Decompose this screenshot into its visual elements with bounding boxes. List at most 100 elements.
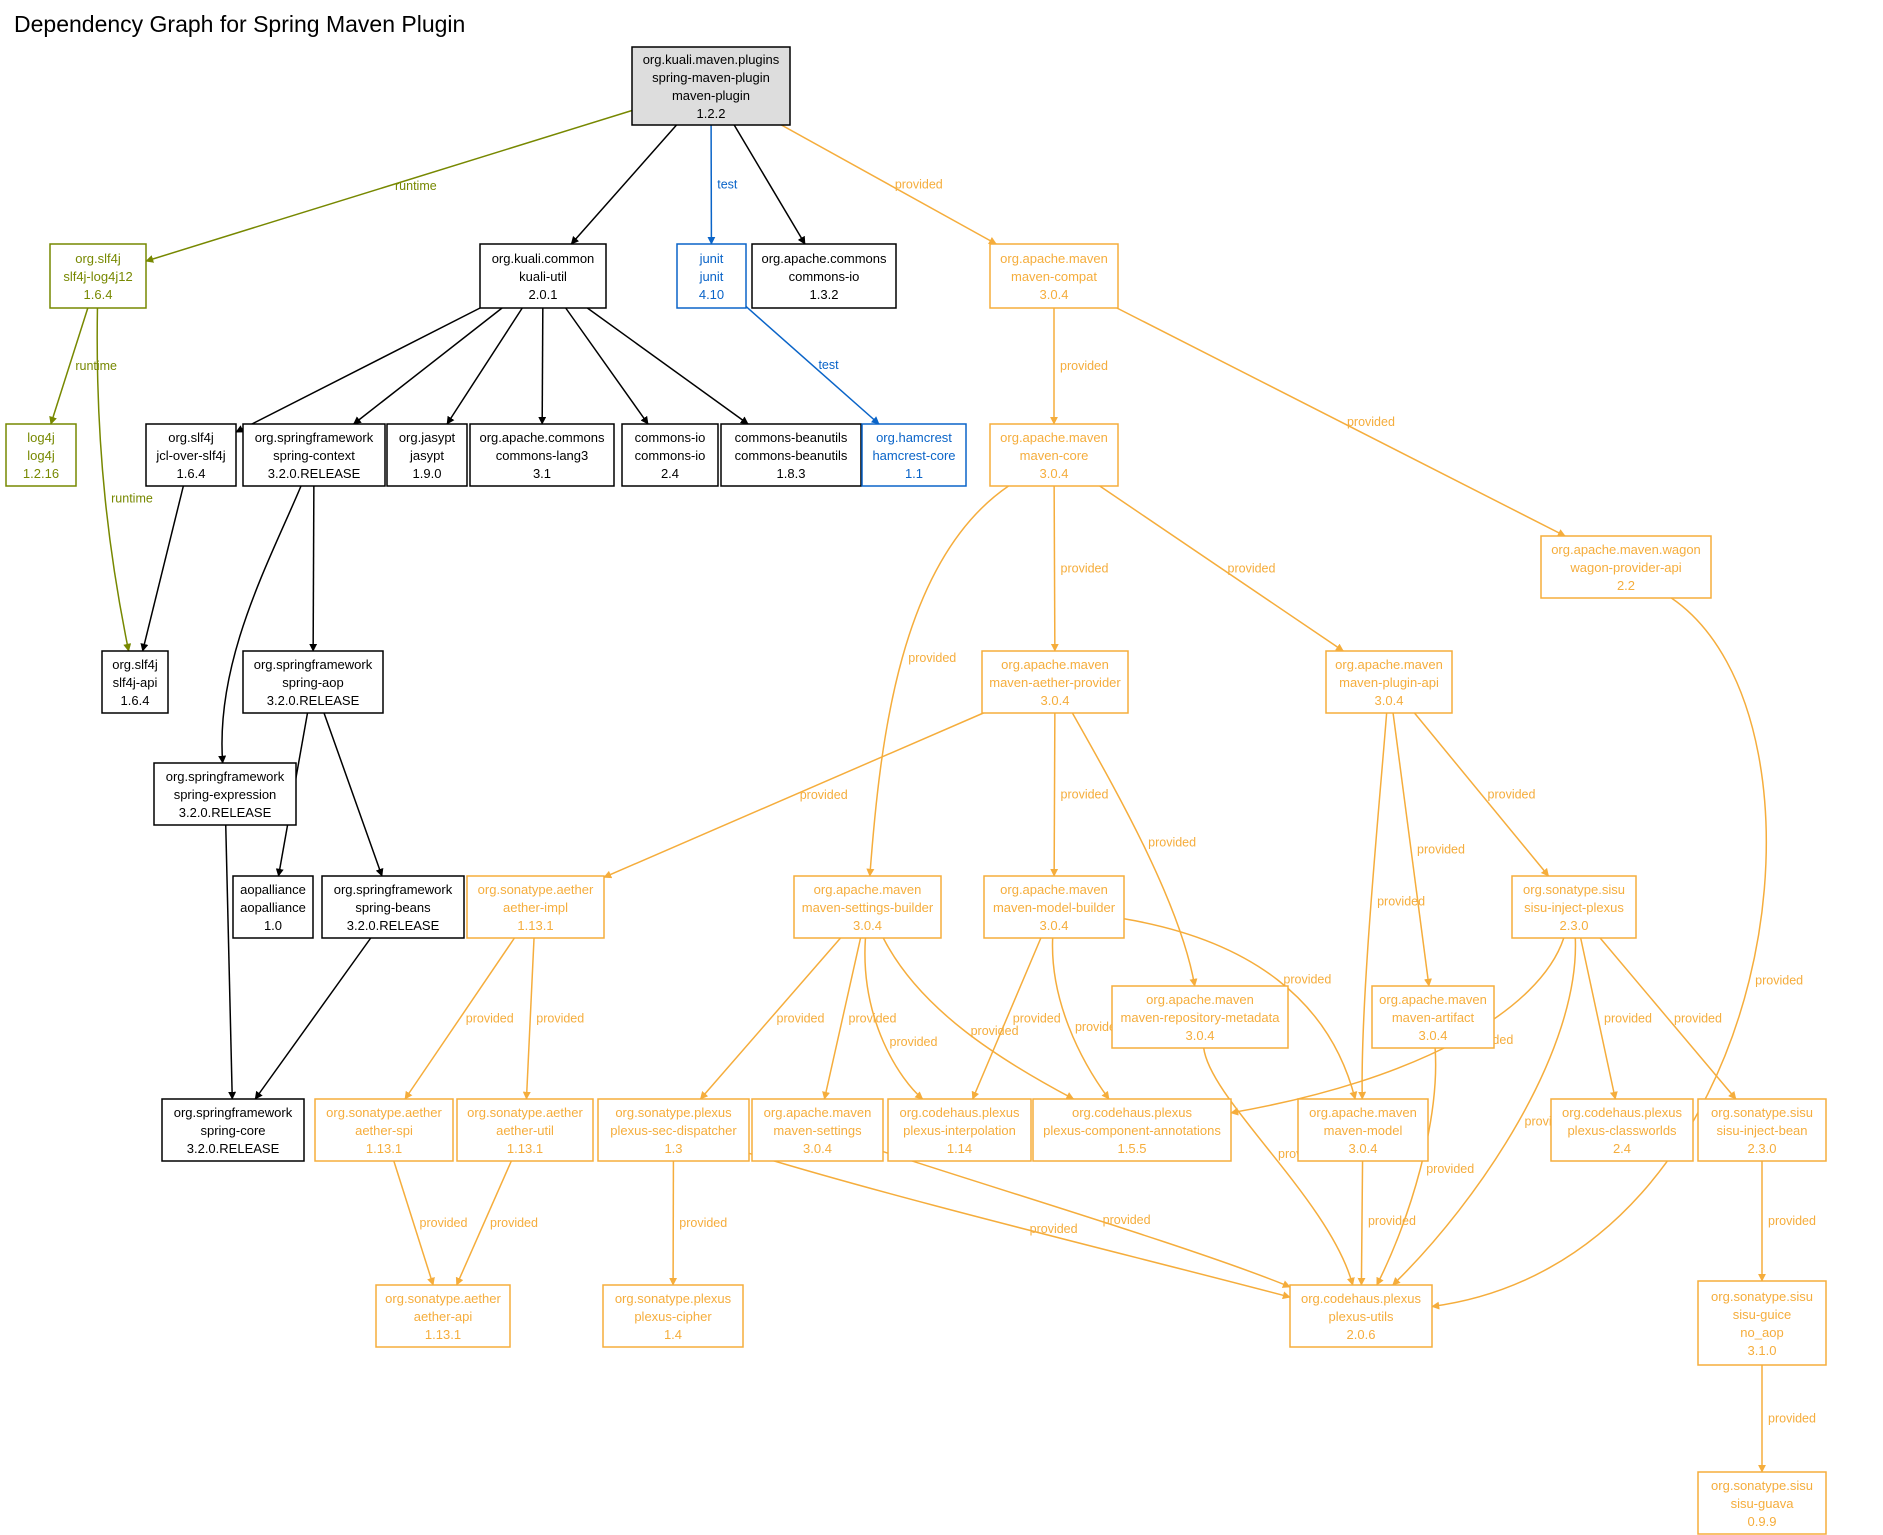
edge-label: provided — [895, 178, 943, 192]
node-label-line: commons-beanutils — [735, 448, 848, 463]
node-maven-settings-builder[interactable]: org.apache.mavenmaven-settings-builder3.… — [793, 875, 942, 939]
node-label-line: aether-util — [496, 1123, 554, 1138]
node-box — [1697, 1280, 1827, 1366]
node-label-line: 3.0.4 — [1186, 1028, 1215, 1043]
edge-label: provided — [1347, 415, 1395, 429]
node-label-line: org.apache.maven — [1379, 992, 1487, 1007]
node-label-line: 1.6.4 — [121, 693, 150, 708]
node-spring-maven-plugin[interactable]: org.kuali.maven.pluginsspring-maven-plug… — [631, 46, 791, 126]
edge-label: test — [717, 178, 738, 192]
node-label-line: 1.1 — [905, 466, 923, 481]
node-maven-aether-provider[interactable]: org.apache.mavenmaven-aether-provider3.0… — [981, 650, 1129, 714]
edge-aether-util-to-aether-api — [455, 1160, 513, 1286]
edge-label: provided — [1030, 1222, 1078, 1236]
node-label-line: org.apache.maven — [1146, 992, 1254, 1007]
node-label-line: 1.13.1 — [425, 1327, 461, 1342]
node-box — [887, 1098, 1032, 1162]
node-maven-repository-metadata[interactable]: org.apache.mavenmaven-repository-metadat… — [1111, 985, 1289, 1049]
edge-sisu-inject-plexus-to-sisu-inject-bean — [1599, 937, 1737, 1100]
node-label-line: plexus-cipher — [634, 1309, 712, 1324]
node-box — [631, 46, 791, 126]
node-label-line: plexus-classworlds — [1567, 1123, 1677, 1138]
node-label-line: org.springframework — [174, 1105, 293, 1120]
node-label-line: org.apache.maven — [1335, 657, 1443, 672]
node-label-line: plexus-interpolation — [903, 1123, 1016, 1138]
node-spring-core[interactable]: org.springframeworkspring-core3.2.0.RELE… — [161, 1098, 305, 1162]
node-plexus-interpolation[interactable]: org.codehaus.plexusplexus-interpolation1… — [887, 1098, 1032, 1162]
edge-label: provided — [908, 651, 956, 665]
edge-spring-maven-plugin-to-slf4j-log4j12 — [145, 109, 633, 263]
node-spring-beans[interactable]: org.springframeworkspring-beans3.2.0.REL… — [321, 875, 465, 939]
edge-label: provided — [849, 1012, 897, 1026]
node-label-line: maven-settings-builder — [802, 900, 934, 915]
node-label-line: org.apache.maven — [1000, 882, 1108, 897]
node-label-line: 3.0.4 — [853, 918, 882, 933]
node-label-line: 3.2.0.RELEASE — [187, 1141, 280, 1156]
edge-slf4j-log4j12-to-log4j — [49, 307, 89, 425]
node-box — [161, 1098, 305, 1162]
node-box — [314, 1098, 454, 1162]
edge-label: provided — [890, 1035, 938, 1049]
node-spring-aop[interactable]: org.springframeworkspring-aop3.2.0.RELEA… — [242, 650, 384, 714]
node-box — [479, 243, 607, 309]
node-label-line: hamcrest-core — [872, 448, 955, 463]
node-plexus-component-annotations[interactable]: org.codehaus.plexusplexus-component-anno… — [1032, 1098, 1232, 1162]
node-label-line: 3.1.0 — [1748, 1343, 1777, 1358]
edge-label: provided — [1768, 1412, 1816, 1426]
edge-maven-artifact-to-plexus-utils — [1376, 1047, 1437, 1286]
node-plexus-sec-dispatcher[interactable]: org.sonatype.plexusplexus-sec-dispatcher… — [597, 1098, 750, 1162]
node-label-line: 1.8.3 — [777, 466, 806, 481]
edge-maven-settings-builder-to-plexus-interpolation — [864, 937, 924, 1100]
edge-label: provided — [777, 1012, 825, 1026]
node-label-line: org.sonatype.plexus — [615, 1291, 732, 1306]
node-label-line: org.kuali.maven.plugins — [643, 52, 780, 67]
node-label-line: sisu-inject-bean — [1716, 1123, 1807, 1138]
node-spring-context[interactable]: org.springframeworkspring-context3.2.0.R… — [242, 423, 386, 487]
node-label-line: maven-settings — [773, 1123, 862, 1138]
edge-maven-model-builder-to-plexus-component-annotations — [1051, 937, 1110, 1100]
node-spring-expression[interactable]: org.springframeworkspring-expression3.2.… — [153, 762, 297, 826]
node-label-line: org.codehaus.plexus — [1072, 1105, 1192, 1120]
node-label-line: jasypt — [409, 448, 444, 463]
node-label-line: 1.5.5 — [1118, 1141, 1147, 1156]
edge-label: provided — [1013, 1012, 1061, 1026]
node-label-line: 3.2.0.RELEASE — [179, 805, 272, 820]
node-label-line: 3.2.0.RELEASE — [267, 693, 360, 708]
node-label-line: org.sonatype.sisu — [1523, 882, 1625, 897]
edge-label: provided — [1148, 835, 1196, 849]
edge-maven-settings-builder-to-plexus-component-annotations — [882, 937, 1075, 1100]
node-wagon-provider-api[interactable]: org.apache.maven.wagonwagon-provider-api… — [1540, 535, 1712, 599]
edge-maven-core-to-maven-plugin-api — [1099, 485, 1344, 652]
